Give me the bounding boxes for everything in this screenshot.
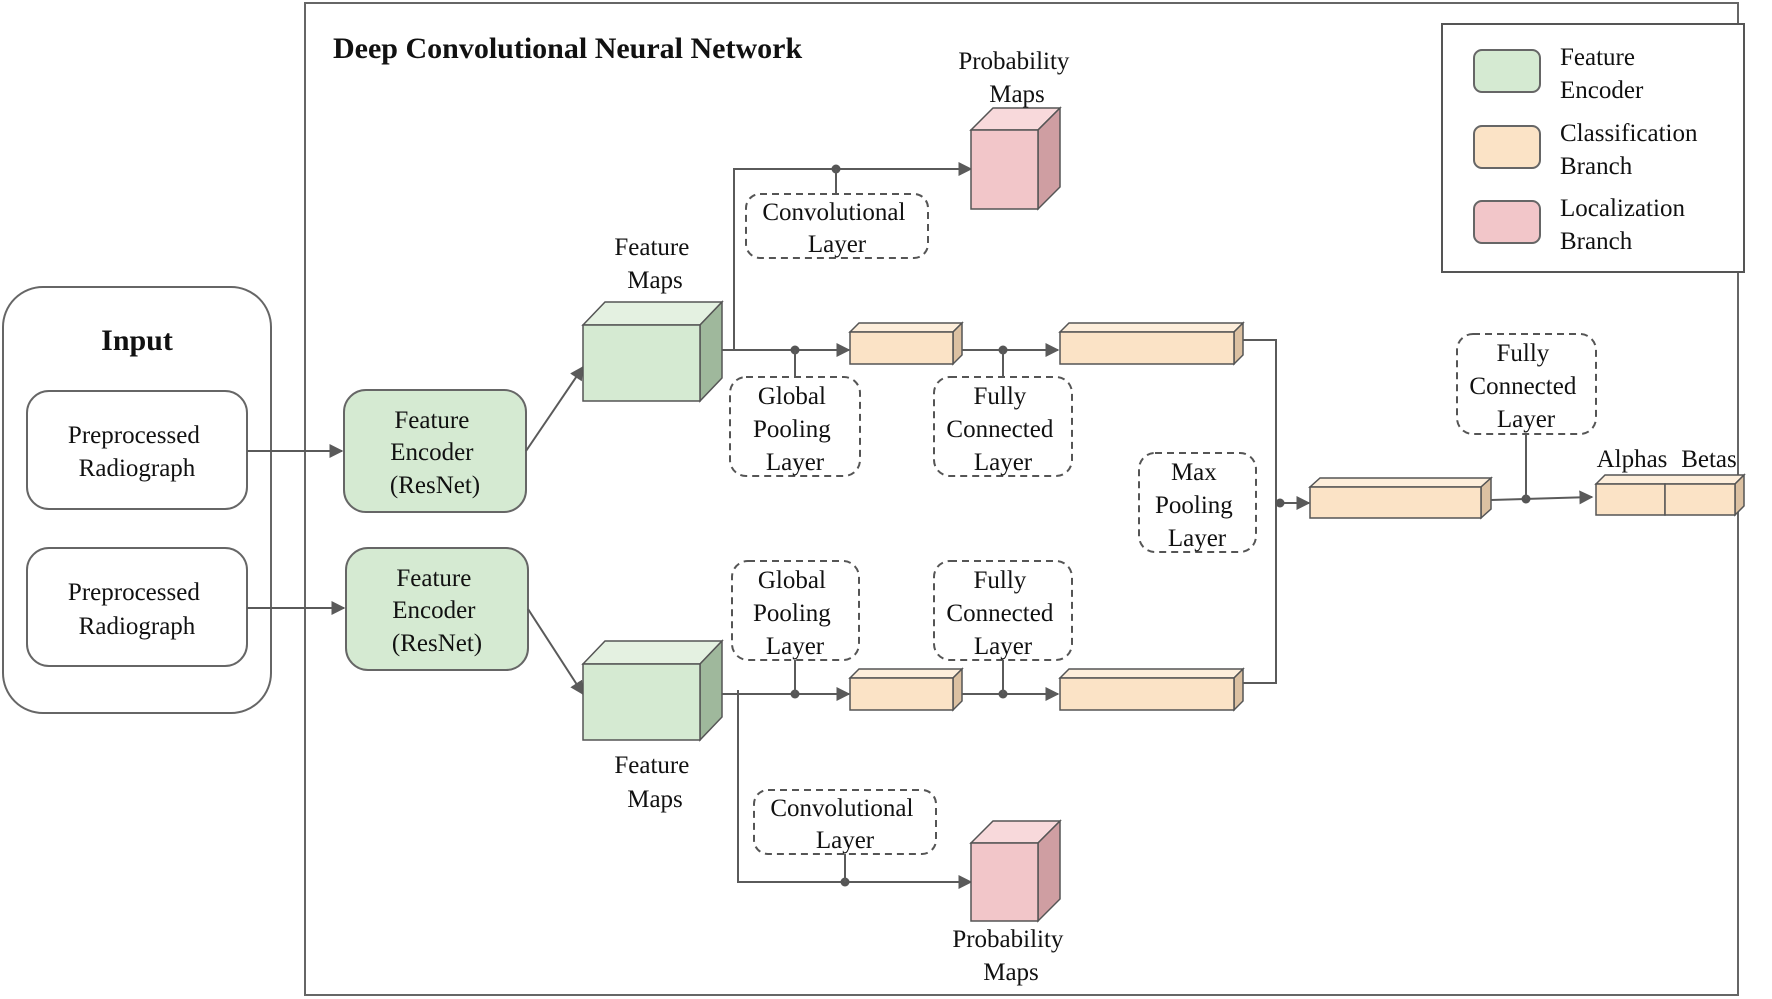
radiograph-box-bottom [26,547,248,667]
vector-front-face [1309,486,1482,519]
cube-front-face [970,842,1039,922]
feature-encoder-top: Feature Encoder (ResNet) [343,389,527,513]
output-vector [1594,473,1746,517]
vector-top-face [1308,477,1493,488]
maxpool-layer-label: Max Pooling Layer [1155,459,1239,552]
gpool-vector-top [848,321,964,366]
radiograph-label-top: Preprocessed Radiograph [68,422,206,482]
alphas-label: Alphas [1597,446,1668,473]
vector-top-face [1594,474,1746,485]
merge-bracket [1243,339,1277,684]
feature-encoder-bottom: Feature Encoder (ResNet) [345,547,529,671]
alphas-cell [1595,483,1666,516]
encoder-label-bottom: Feature Encoder (ResNet) [392,565,482,657]
vector-front-face [1059,331,1235,365]
cube-front-face [582,663,701,741]
cube-front-face [970,129,1039,210]
probability-map-cube-top [969,106,1062,211]
feature-map-cube-bottom [581,639,724,742]
gpool-layer-box-top [729,376,861,477]
feature-maps-label-bottom: Feature Maps [614,752,695,813]
network-title: Deep Convolutional Neural Network [333,32,802,65]
arrow-encoder-featuremap-top [525,365,584,452]
arrow-encoder-featuremap-bottom [527,608,584,696]
radiograph-box-top [26,390,248,510]
fc-layer-box-top [933,376,1073,477]
maxpool-layer-box [1138,452,1257,553]
conv-layer-label-top: Convolutional Layer [762,199,911,258]
fc-layer-label-bottom: Fully Connected Layer [946,567,1059,660]
vector-front-face [849,677,954,711]
probability-maps-label-top: Probability Maps [958,48,1075,108]
gpool-layer-label-bottom: Global Pooling Layer [753,567,837,660]
gpool-layer-label-top: Global Pooling Layer [753,383,837,476]
legend-swatch-classification [1473,125,1541,169]
fc-vector-bottom [1058,667,1245,712]
fc-vector-top [1058,321,1245,366]
vector-top-face [848,322,964,333]
fc-layer-box-bottom [933,560,1073,661]
input-group: Input Preprocessed Radiograph Preprocess… [2,286,272,714]
cube-front-face [582,324,701,402]
gpool-vector-bottom [848,667,964,712]
arrow-to-outputs [1490,490,1594,505]
vector-front-face [849,331,954,365]
arrow-to-probmap-top [733,162,973,350]
feature-maps-label-top: Feature Maps [614,234,695,294]
legend-swatch-localization [1473,200,1541,244]
radiograph-label-bottom: Preprocessed Radiograph [68,579,206,640]
cube-top-face [581,301,724,326]
legend-label-classification: Classification Branch [1560,120,1704,180]
legend: Feature Encoder Classification Branch Lo… [1441,23,1745,273]
vector-top-face [1058,322,1245,333]
gpool-layer-box-bottom [731,560,860,661]
fc-layer-label-top: Fully Connected Layer [946,383,1059,476]
merged-vector [1308,476,1493,520]
conv-layer-box-top [745,193,929,259]
fc-final-layer-box [1456,333,1597,435]
vector-top-face [848,668,964,679]
betas-cell [1664,483,1736,516]
junction-dot [1275,498,1285,508]
conv-layer-label-bottom: Convolutional Layer [770,795,919,854]
betas-label: Betas [1681,446,1737,473]
feature-map-cube-top [581,300,724,403]
fc-final-layer-label: Fully Connected Layer [1469,340,1582,433]
cube-top-face [581,640,724,665]
input-title: Input [101,324,173,357]
vector-top-face [1058,668,1245,679]
encoder-label-top: Feature Encoder (ResNet) [390,407,480,499]
conv-layer-box-bottom [753,789,937,855]
arrow-to-probmap-bottom [737,690,973,889]
legend-label-encoder: Feature Encoder [1560,44,1644,104]
probability-map-cube-bottom [969,819,1062,923]
legend-label-localization: Localization Branch [1560,195,1691,255]
probability-maps-label-bottom: Probability Maps [952,926,1069,986]
legend-swatch-encoder [1473,49,1541,93]
vector-front-face [1059,677,1235,711]
